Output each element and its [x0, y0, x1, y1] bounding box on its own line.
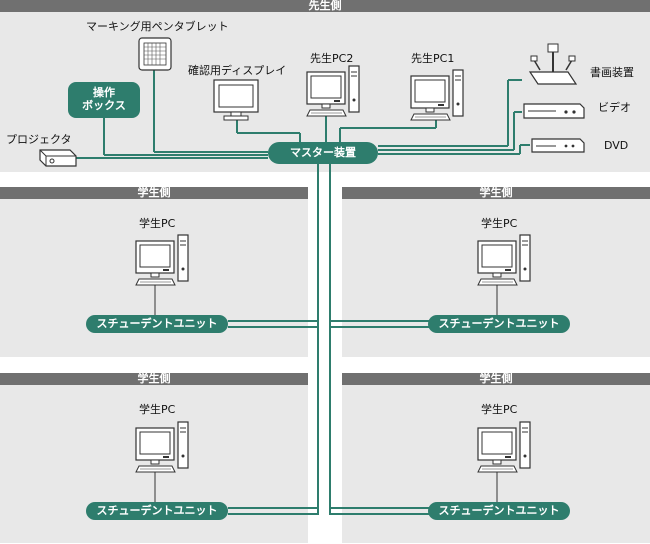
control-box: 操作 ボックス [68, 82, 140, 118]
student-pc-cables [154, 285, 498, 503]
student-unit-2: スチューデントユニット [428, 315, 570, 333]
teacher-area-header: 先生側 [0, 0, 650, 12]
control-box-label-line2: ボックス [82, 99, 126, 112]
teacher-pc2-label: 先生PC2 [310, 52, 354, 65]
student-area-header-3: 学生側 [0, 373, 308, 385]
student-pc-label-1: 学生PC [139, 217, 176, 230]
student-unit-1: スチューデントユニット [86, 315, 228, 333]
teacher-pc1-label: 先生PC1 [411, 52, 455, 65]
confirmation-display-device [213, 79, 259, 121]
student-area-header-2: 学生側 [342, 187, 650, 199]
connection-lines [76, 70, 530, 515]
projector-device [39, 149, 77, 167]
dvd-player-device [531, 138, 585, 153]
dvd-label: DVD [604, 139, 629, 152]
student-unit-3: スチューデントユニット [86, 502, 228, 520]
document-camera-device [528, 43, 578, 85]
video-label: ビデオ [598, 101, 631, 114]
projector-label: プロジェクタ [6, 133, 72, 146]
student-area-header-4: 学生側 [342, 373, 650, 385]
student-area-header-1: 学生側 [0, 187, 308, 199]
student-pc-label-2: 学生PC [481, 217, 518, 230]
master-unit: マスター装置 [268, 142, 378, 164]
pen-tablet-device [138, 37, 172, 71]
video-deck-device [523, 103, 585, 119]
pen-tablet-label: マーキング用ペンタブレット [86, 20, 229, 33]
confirmation-display-label: 確認用ディスプレイ [188, 64, 287, 77]
student-unit-4: スチューデントユニット [428, 502, 570, 520]
document-camera-label: 書画装置 [590, 66, 634, 79]
student-pc-label-4: 学生PC [481, 403, 518, 416]
student-pc-label-3: 学生PC [139, 403, 176, 416]
control-box-label-line1: 操作 [93, 86, 115, 99]
